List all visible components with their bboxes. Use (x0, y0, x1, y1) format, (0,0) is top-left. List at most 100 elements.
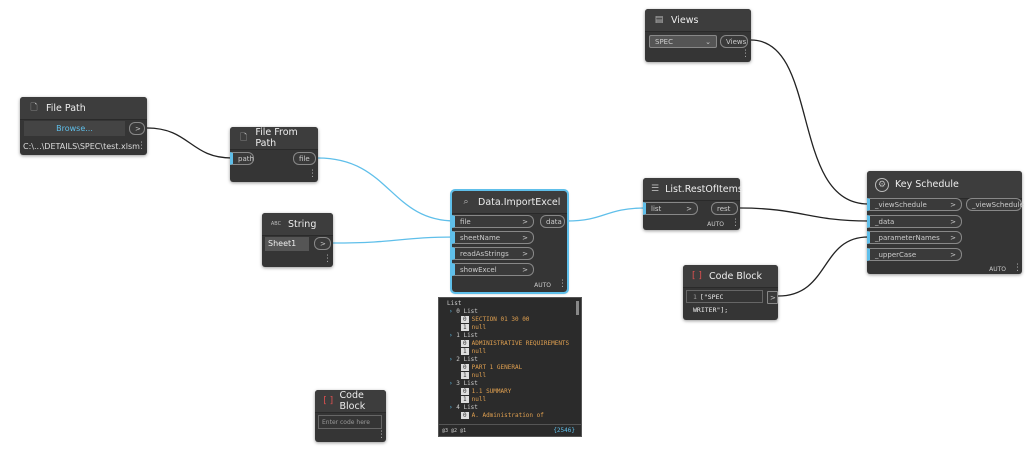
item-count: {2546} (553, 427, 575, 434)
string-icon: ABC (270, 221, 282, 227)
browse-button[interactable]: Browse... (24, 121, 125, 136)
list-levels[interactable]: @3 @2 @1 (442, 428, 467, 434)
file-path-node[interactable]: 🗋 File Path Browse... > C:\...\DETAILS\SP… (20, 97, 147, 155)
file-path-output-port[interactable]: > (129, 122, 145, 135)
file-icon: 🗋 (240, 133, 248, 143)
string-node[interactable]: ABC String Sheet1 > ⋮ (262, 213, 333, 267)
menu-dots-icon[interactable]: ⋮ (558, 279, 567, 289)
port-label: readAsStrings (460, 249, 509, 258)
data-output-port[interactable]: data (540, 215, 565, 228)
path-input-port[interactable]: path (230, 152, 254, 165)
code-block-icon: [ ] (323, 396, 334, 406)
chevron-down-icon: ⌄ (705, 37, 711, 46)
menu-dots-icon[interactable]: ⋮ (731, 218, 740, 228)
file-output-port[interactable]: file (293, 152, 316, 165)
menu-dots-icon[interactable]: ⋮ (741, 49, 750, 59)
wire-codeblock-to-parameternames (777, 236, 869, 297)
data-input-port[interactable]: _data> (867, 215, 962, 228)
port-label: _data (875, 217, 895, 226)
string-output-port[interactable]: > (314, 237, 331, 250)
node-title: Key Schedule (895, 179, 959, 190)
parameternames-input-port[interactable]: _parameterNames> (867, 231, 962, 244)
node-title: String (288, 218, 317, 230)
lacing-label[interactable]: AUTO (707, 221, 724, 228)
code-block-empty-node[interactable]: [ ] Code Block Enter code here ⋮ (315, 390, 386, 442)
scrollbar[interactable] (576, 301, 579, 315)
readasstrings-input-port[interactable]: readAsStrings> (452, 247, 534, 260)
dropdown-value: SPEC (655, 37, 673, 46)
menu-dots-icon[interactable]: ⋮ (377, 430, 386, 440)
node-title: Views (671, 14, 699, 26)
search-icon: ⌕ (463, 197, 469, 207)
lacing-label[interactable]: AUTO (989, 266, 1006, 273)
code-input[interactable]: Enter code here (318, 415, 382, 429)
port-label: _viewSchedule (875, 200, 927, 209)
port-label: _parameterNames (875, 233, 940, 242)
code-output-port[interactable]: > (767, 291, 778, 304)
list-icon: ☰ (651, 184, 660, 194)
views-node[interactable]: ▤ Views SPEC ⌄ Views ⋮ (645, 9, 751, 62)
wire-data-to-list (566, 207, 646, 222)
port-label: sheetName (460, 233, 501, 242)
viewschedule-output-port[interactable]: _viewSchedule (966, 198, 1024, 211)
views-dropdown[interactable]: SPEC ⌄ (649, 35, 717, 48)
port-label: Views (726, 37, 747, 46)
rest-output-port[interactable]: rest (711, 202, 738, 215)
tree-list-node[interactable]: › 1 List (449, 332, 478, 339)
menu-dots-icon[interactable]: ⋮ (308, 169, 317, 179)
code-editor[interactable]: 1["SPEC WRITER"]; (686, 290, 763, 314)
port-label: _viewSchedule (972, 200, 1024, 209)
port-label: file (460, 217, 471, 226)
wire-string-to-sheetname (332, 236, 456, 244)
viewschedule-input-port[interactable]: _viewSchedule> (867, 198, 962, 211)
port-label: showExcel (460, 265, 497, 274)
menu-dots-icon[interactable]: ⋮ (323, 254, 332, 264)
node-title: File Path (46, 102, 86, 114)
file-from-path-node[interactable]: 🗋File From Path path file ⋮ (230, 127, 318, 182)
wire-rest-to-data (739, 207, 869, 222)
views-icon: ▤ (654, 15, 664, 25)
showexcel-input-port[interactable]: showExcel> (452, 263, 534, 276)
node-title: Code Block (709, 270, 763, 282)
wire-filepath-to-filefrompath (146, 127, 233, 159)
views-output-port[interactable]: Views (720, 35, 748, 48)
port-label: data (546, 217, 562, 226)
string-input[interactable]: Sheet1 (265, 237, 309, 251)
tree-list-node[interactable]: › 2 List (449, 356, 478, 363)
sheetname-input-port[interactable]: sheetName> (452, 231, 534, 244)
wire-views-to-viewschedule (750, 39, 869, 205)
port-label: list (651, 204, 662, 213)
list-input-port[interactable]: list> (643, 202, 698, 215)
file-path-value: C:\...\DETAILS\SPEC\test.xlsm (23, 142, 140, 151)
uppercase-input-port[interactable]: _upperCase> (867, 248, 962, 261)
menu-dots-icon[interactable]: ⋮ (1013, 263, 1022, 273)
custom-node-icon: ⚙ (875, 177, 889, 192)
rest-of-items-node[interactable]: ☰List.RestOfItems list> rest AUTO ⋮ (643, 178, 743, 230)
code-text: ["SPEC WRITER"]; (693, 293, 729, 314)
key-schedule-node[interactable]: ⚙ Key Schedule _viewSchedule> _data> _par… (867, 171, 1024, 274)
tree-list-node[interactable]: › 3 List (449, 380, 478, 387)
port-label: file (299, 154, 310, 163)
port-label: > (135, 124, 141, 133)
file-icon: 🗋 (30, 103, 38, 113)
node-title: Code Block (339, 390, 366, 412)
lacing-label[interactable]: AUTO (534, 282, 551, 289)
port-label: > (320, 239, 326, 248)
import-excel-node[interactable]: ⌕Data.ImportExcel file> sheetName> readA… (450, 189, 569, 294)
port-label: path (238, 154, 254, 163)
file-input-port[interactable]: file> (452, 215, 534, 228)
tree-list-node[interactable]: › 0 List (449, 308, 478, 315)
code-block-node[interactable]: [ ]Code Block 1["SPEC WRITER"]; > (683, 265, 778, 320)
menu-dots-icon[interactable]: ⋮ (137, 141, 146, 151)
tree-list-node[interactable]: › 4 List (449, 404, 478, 411)
